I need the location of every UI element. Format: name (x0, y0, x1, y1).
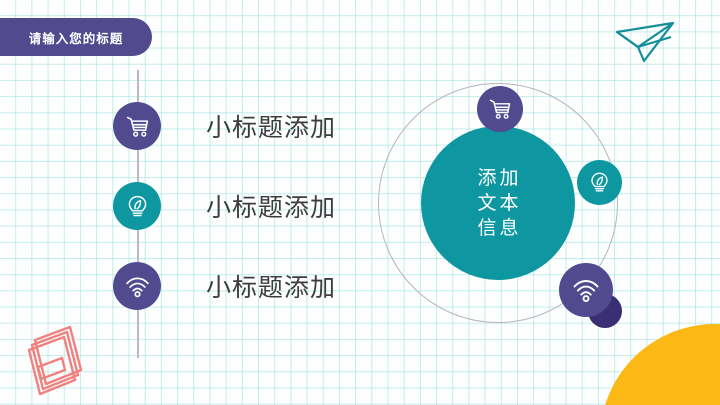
satellite-lightbulb-icon[interactable] (577, 160, 622, 205)
satellite-shopping-cart-icon[interactable] (477, 86, 523, 132)
shopping-cart-icon (113, 102, 161, 150)
list-item-label: 小标题添加 (206, 193, 337, 222)
core-text-line: 添加 (477, 166, 522, 189)
diagram-core-circle[interactable]: 添加 文本 信息 (421, 126, 575, 280)
diagram-outer-ring (378, 83, 618, 323)
list-item-label: 小标题添加 (206, 273, 337, 302)
list-item[interactable]: 小标题添加 (113, 262, 336, 310)
satellite-wifi-icon[interactable] (559, 263, 613, 317)
core-text-line: 信息 (477, 216, 522, 239)
lightbulb-icon (113, 182, 161, 230)
core-text-line: 文本 (477, 191, 522, 214)
yellow-circle-shape (600, 324, 720, 405)
wifi-icon (113, 262, 161, 310)
list-item[interactable]: 小标题添加 (113, 102, 336, 150)
page-title: 请输入您的标题 (28, 30, 124, 46)
title-banner[interactable]: 请输入您的标题 (0, 18, 152, 56)
list-item-label: 小标题添加 (206, 113, 337, 142)
list-item[interactable]: 小标题添加 (113, 182, 336, 230)
paper-plane-icon (614, 16, 676, 64)
book-icon (18, 318, 88, 398)
